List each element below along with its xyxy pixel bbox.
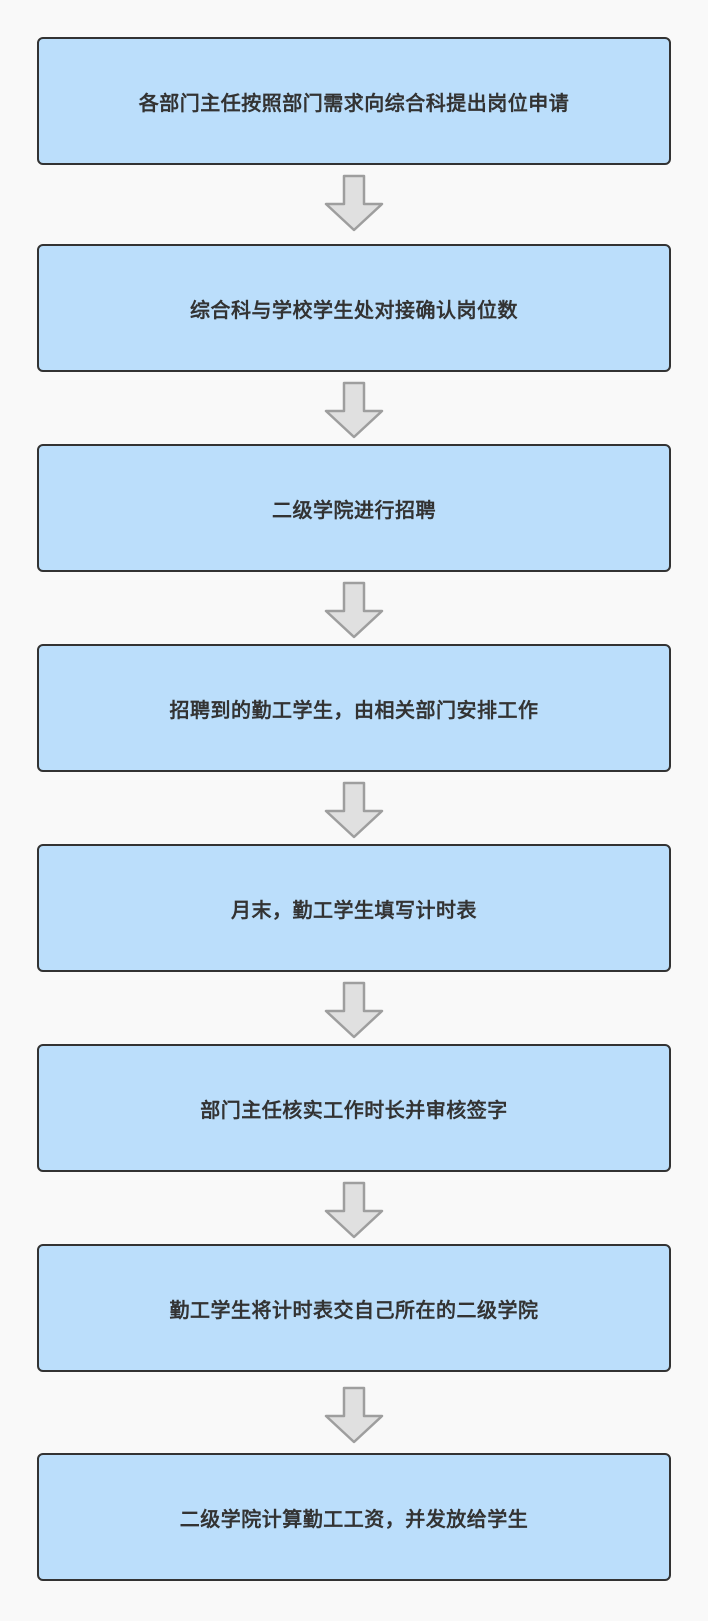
down-arrow-icon (324, 581, 384, 639)
down-arrow-icon (324, 174, 384, 232)
down-arrow-icon (324, 1181, 384, 1239)
step-7-label: 勤工学生将计时表交自己所在的二级学院 (169, 1297, 539, 1322)
step-7-box: 勤工学生将计时表交自己所在的二级学院 (37, 1244, 671, 1372)
step-4-box: 招聘到的勤工学生，由相关部门安排工作 (37, 644, 671, 772)
down-arrow-icon (324, 781, 384, 839)
step-3-label: 二级学院进行招聘 (272, 497, 436, 522)
down-arrow-icon (324, 981, 384, 1039)
step-8-label: 二级学院计算勤工工资，并发放给学生 (179, 1506, 529, 1531)
step-5-box: 月末，勤工学生填写计时表 (37, 844, 671, 972)
step-3-box: 二级学院进行招聘 (37, 444, 671, 572)
step-6-label: 部门主任核实工作时长并审核签字 (200, 1097, 508, 1122)
down-arrow-icon (324, 381, 384, 439)
step-1-label: 各部门主任按照部门需求向综合科提出岗位申请 (138, 90, 570, 115)
down-arrow-icon (324, 1386, 384, 1444)
step-2-box: 综合科与学校学生处对接确认岗位数 (37, 244, 671, 372)
step-6-box: 部门主任核实工作时长并审核签字 (37, 1044, 671, 1172)
step-8-box: 二级学院计算勤工工资，并发放给学生 (37, 1453, 671, 1581)
step-2-label: 综合科与学校学生处对接确认岗位数 (190, 297, 518, 322)
step-5-label: 月末，勤工学生填写计时表 (231, 897, 477, 922)
step-4-label: 招聘到的勤工学生，由相关部门安排工作 (169, 697, 539, 722)
step-1-box: 各部门主任按照部门需求向综合科提出岗位申请 (37, 37, 671, 165)
